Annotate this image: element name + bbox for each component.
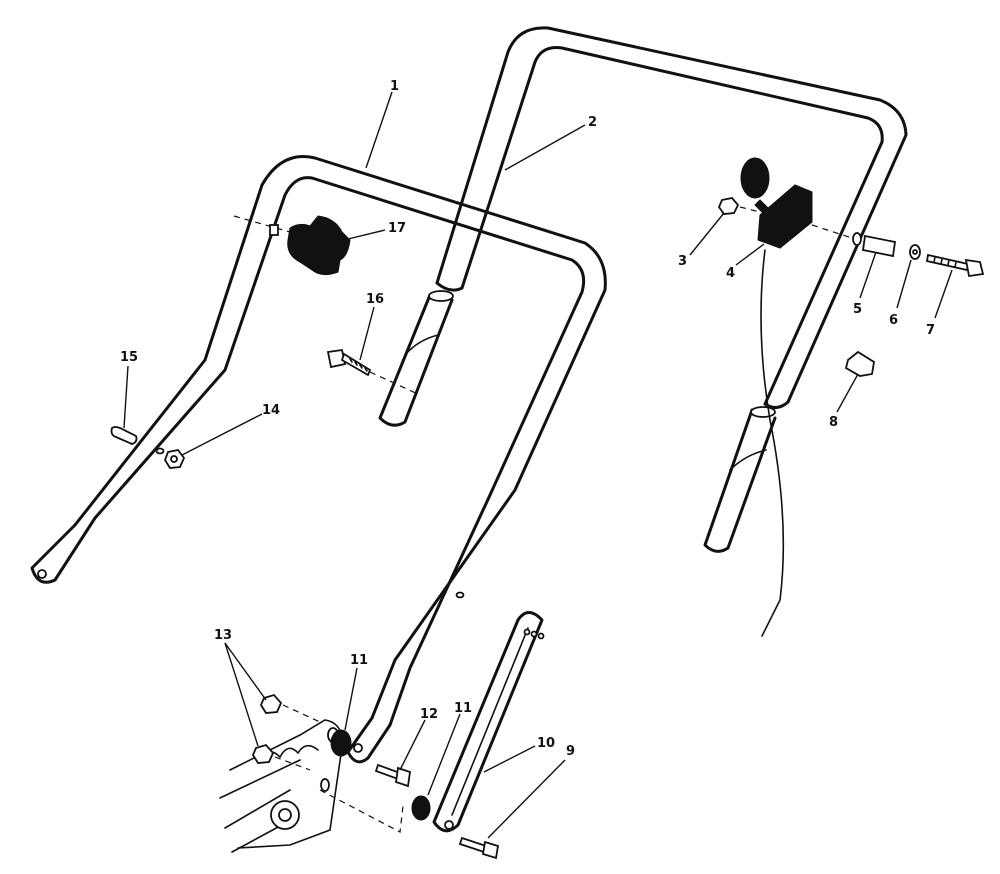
washer-part-11b <box>319 789 431 833</box>
callout-16: 16 <box>366 292 384 307</box>
washer-part-11a <box>330 729 352 757</box>
callout-labels: 1 2 3 4 5 6 7 8 9 10 11 11 12 13 14 15 1… <box>120 79 935 759</box>
callout-1: 1 <box>390 79 399 94</box>
pin-part-15 <box>110 426 138 445</box>
callout-13: 13 <box>214 628 232 643</box>
callout-9: 9 <box>566 744 575 759</box>
deck-bracket <box>219 719 344 853</box>
callout-4: 4 <box>726 266 735 281</box>
callout-15: 15 <box>120 350 138 365</box>
callout-14: 14 <box>262 403 280 418</box>
nut-part-3 <box>717 197 761 215</box>
spacer-part-5 <box>852 232 897 258</box>
lower-handle-part-1 <box>30 155 607 764</box>
callout-5: 5 <box>853 302 862 317</box>
callout-2: 2 <box>588 115 597 130</box>
callout-10: 10 <box>537 736 555 751</box>
upper-handle-part-2 <box>378 26 908 553</box>
callout-6: 6 <box>889 313 898 328</box>
control-part-4 <box>740 157 853 637</box>
callout-3: 3 <box>678 254 687 269</box>
callout-17: 17 <box>388 221 406 236</box>
callout-7: 7 <box>926 323 935 338</box>
clip-part-8 <box>844 350 875 377</box>
bolt-part-7 <box>925 253 985 278</box>
bolt-part-12 <box>374 763 411 788</box>
callout-11b: 11 <box>454 701 472 716</box>
washer-part-6 <box>909 244 921 260</box>
callout-8: 8 <box>829 415 838 430</box>
nuts-part-13 <box>251 693 321 771</box>
lever-arm-part-10 <box>432 611 545 833</box>
bolt-part-9 <box>458 836 500 860</box>
leader-lines <box>123 91 953 839</box>
callout-11a: 11 <box>350 653 368 668</box>
callout-12: 12 <box>420 707 438 722</box>
nut-part-14 <box>164 449 186 469</box>
knob-part-17 <box>233 215 351 276</box>
bolt-part-16 <box>326 348 421 396</box>
